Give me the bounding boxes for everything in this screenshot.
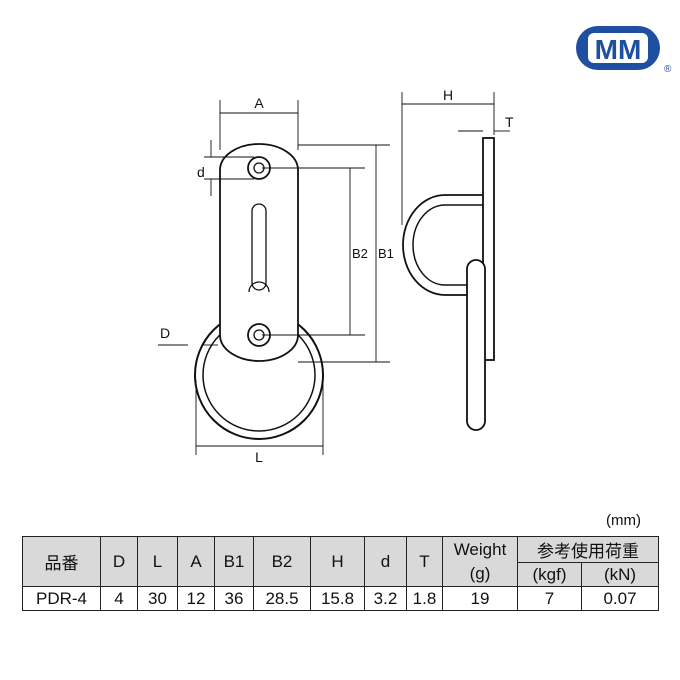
cell-kgf: 7 [517,586,582,611]
table-header-row: 品番 D L A B1 B2 H d T Weight 参考使用荷重 [22,536,659,587]
svg-text:T: T [505,114,514,130]
cell-kn: 0.07 [581,586,659,611]
cell-part: PDR-4 [22,586,101,611]
header-T: T [406,536,443,587]
header-H: H [310,536,365,587]
unit-label: (mm) [606,512,641,529]
cell-weight: 19 [442,586,518,611]
cell-d: 3.2 [364,586,407,611]
header-B2: B2 [253,536,311,587]
plate-front [219,143,299,362]
header-d: d [364,536,407,587]
header-load: 参考使用荷重 [517,536,659,563]
cell-D: 4 [100,586,138,611]
svg-text:H: H [443,87,453,103]
svg-text:L: L [255,449,263,465]
svg-text:MM: MM [595,34,642,65]
header-kn: (kN) [581,562,659,587]
svg-text:®: ® [664,64,672,75]
header-D: D [100,536,138,587]
cell-L: 30 [137,586,178,611]
cell-B2: 28.5 [253,586,311,611]
header-B1: B1 [214,536,254,587]
header-kgf: (kgf) [517,562,582,587]
svg-text:A: A [254,95,264,111]
dimension-lines [158,92,510,455]
cell-B1: 36 [214,586,254,611]
svg-text:B1: B1 [378,246,394,261]
technical-drawing: A d B2 B1 D L H T [158,87,514,465]
brand-logo: MM ® [576,26,672,75]
svg-text:d: d [197,164,205,180]
table-row: PDR-4 4 30 12 36 28.5 15.8 3.2 1.8 19 7 … [22,586,659,611]
cell-T: 1.8 [406,586,443,611]
svg-text:B2: B2 [352,246,368,261]
header-L: L [137,536,178,587]
header-A: A [177,536,215,587]
header-weight-unit: (g) [442,562,518,587]
spec-table: 品番 D L A B1 B2 H d T Weight 参考使用荷重 (g) (… [22,536,659,611]
header-part: 品番 [22,536,101,587]
cell-H: 15.8 [310,586,365,611]
cell-A: 12 [177,586,215,611]
side-view [402,137,495,431]
header-weight: Weight [442,536,518,563]
svg-text:D: D [160,325,170,341]
